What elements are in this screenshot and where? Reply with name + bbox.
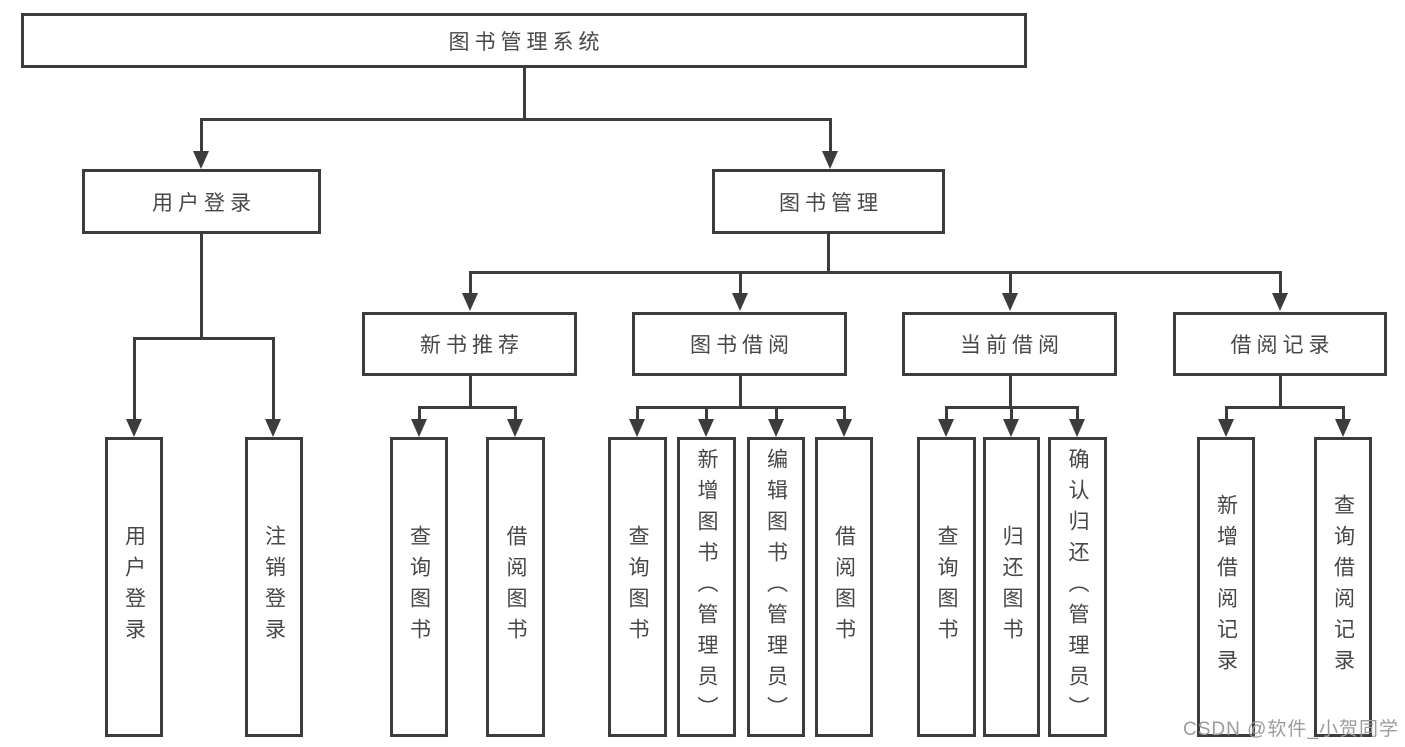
connector-line <box>1009 376 1012 409</box>
connector-line <box>1009 271 1012 296</box>
node-user-login: 用户登录 <box>82 169 321 234</box>
node-leaf-add-books-admin: 新增图书（管理员） <box>677 437 736 737</box>
connector-line <box>843 406 846 421</box>
node-label: 归还图书 <box>1000 525 1023 649</box>
arrowhead-down <box>265 419 281 437</box>
connector-line <box>1225 406 1228 421</box>
node-label: 图书借阅 <box>690 334 794 357</box>
connector-line <box>739 271 742 296</box>
node-leaf-borrow-books: 借阅图书 <box>815 437 873 737</box>
connector-line <box>739 376 742 409</box>
arrowhead-down <box>1218 419 1234 437</box>
connector-line <box>636 406 639 421</box>
connector-line <box>469 271 472 296</box>
connector-line <box>133 337 136 421</box>
node-label: 新书推荐 <box>420 334 524 357</box>
arrowhead-down <box>698 419 714 437</box>
node-label: 当前借阅 <box>960 334 1064 357</box>
node-leaf-query-books-current: 查询图书 <box>917 437 976 737</box>
connector-line <box>705 406 708 421</box>
node-label: 借阅记录 <box>1230 334 1335 357</box>
node-label: 查询图书 <box>407 525 431 649</box>
connector-line <box>1342 406 1345 421</box>
connector-line <box>200 234 203 340</box>
connector-line <box>1279 376 1282 409</box>
arrowhead-down <box>1003 419 1019 437</box>
arrowhead-down <box>1335 419 1351 437</box>
arrowhead-down <box>1002 293 1018 311</box>
node-label: 用户登录 <box>152 191 256 215</box>
node-label: 用户登录 <box>122 525 146 649</box>
connector-line <box>418 406 517 409</box>
arrowhead-down <box>126 419 142 437</box>
arrowhead-down <box>193 151 209 169</box>
node-label: 图书管理系统 <box>448 30 605 54</box>
connector-line <box>829 118 832 153</box>
connector-line <box>133 337 275 340</box>
node-new-book-recommendation: 新书推荐 <box>362 312 577 376</box>
node-leaf-query-books-borrowing: 查询图书 <box>608 437 667 737</box>
arrowhead-down <box>1069 419 1085 437</box>
node-leaf-confirm-return-admin: 确认归还（管理员） <box>1048 437 1107 737</box>
node-leaf-edit-books-admin: 编辑图书（管理员） <box>747 437 805 737</box>
node-label: 新增借阅记录 <box>1214 494 1238 680</box>
connector-line <box>418 406 421 421</box>
node-leaf-add-borrow-record: 新增借阅记录 <box>1197 437 1255 737</box>
connector-line <box>514 406 517 421</box>
arrowhead-down <box>836 419 852 437</box>
connector-line <box>200 118 832 121</box>
node-label: 借阅图书 <box>504 525 527 649</box>
connector-line <box>200 118 203 153</box>
connector-line <box>469 271 1282 274</box>
node-label: 查询图书 <box>626 525 649 649</box>
node-label: 借阅图书 <box>832 525 856 649</box>
connector-line <box>469 376 472 409</box>
arrowhead-down <box>462 293 478 311</box>
connector-line <box>1279 271 1282 296</box>
connector-line <box>1010 406 1013 421</box>
csdn-watermark: CSDN @软件_小贺同学 <box>1183 719 1399 740</box>
node-leaf-user-login: 用户登录 <box>105 437 163 737</box>
connector-line <box>523 68 526 121</box>
node-label: 查询图书 <box>935 525 958 649</box>
node-label: 注销登录 <box>262 525 286 649</box>
connector-line <box>827 234 830 274</box>
node-leaf-query-books-recommend: 查询图书 <box>390 437 448 737</box>
node-leaf-return-books: 归还图书 <box>983 437 1040 737</box>
node-book-management-system: 图书管理系统 <box>21 13 1027 68</box>
connector-line <box>1225 406 1344 409</box>
node-current-borrowing: 当前借阅 <box>902 312 1117 376</box>
connector-line <box>1076 406 1079 421</box>
connector-line <box>636 406 846 409</box>
connector-line <box>272 337 275 421</box>
node-borrowing-records: 借阅记录 <box>1173 312 1387 376</box>
arrowhead-down <box>822 151 838 169</box>
arrowhead-down <box>938 419 954 437</box>
arrowhead-down <box>732 293 748 311</box>
node-label: 确认归还（管理员） <box>1066 447 1089 727</box>
arrowhead-down <box>768 419 784 437</box>
node-leaf-borrow-books-recommend: 借阅图书 <box>486 437 545 737</box>
node-label: 编辑图书（管理员） <box>764 447 788 727</box>
connector-line <box>775 406 778 421</box>
node-label: 图书管理 <box>779 191 883 215</box>
node-book-borrowing: 图书借阅 <box>632 312 847 376</box>
arrowhead-down <box>1272 293 1288 311</box>
node-label: 新增图书（管理员） <box>695 447 718 727</box>
connector-line <box>945 406 948 421</box>
arrowhead-down <box>411 419 427 437</box>
arrowhead-down <box>507 419 523 437</box>
node-label: 查询借阅记录 <box>1331 494 1355 680</box>
node-leaf-logout: 注销登录 <box>245 437 303 737</box>
node-book-management: 图书管理 <box>712 169 945 234</box>
arrowhead-down <box>629 419 645 437</box>
node-leaf-query-borrow-record: 查询借阅记录 <box>1314 437 1372 737</box>
